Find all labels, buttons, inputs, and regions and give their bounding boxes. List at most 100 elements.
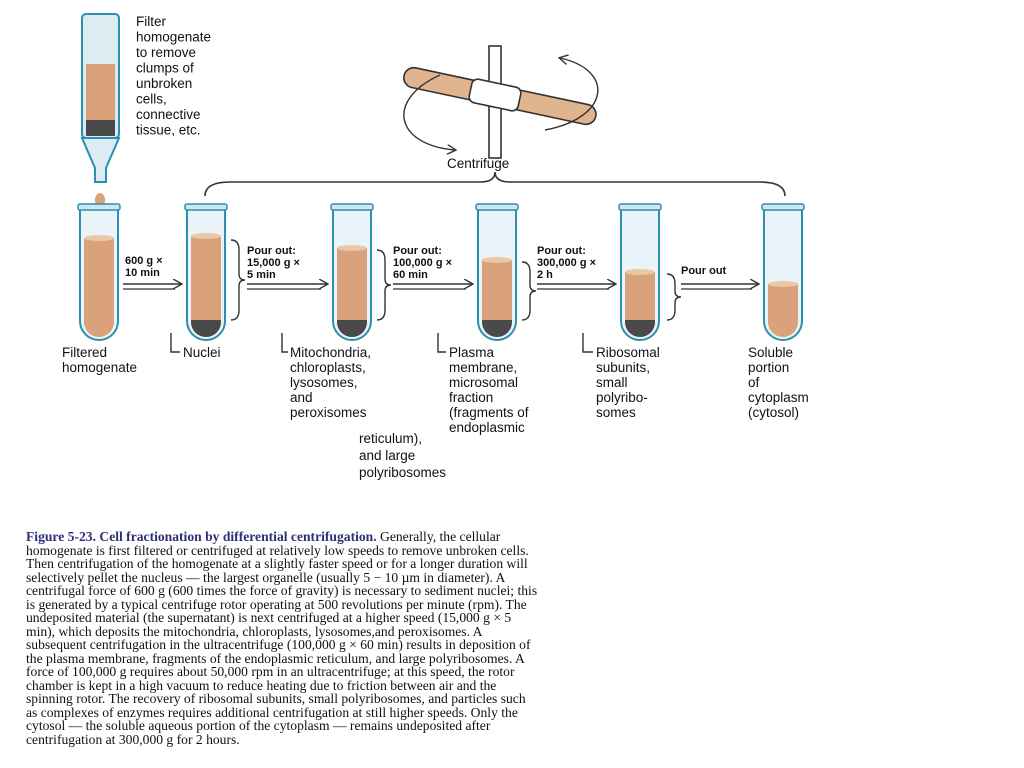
filter-label-line: to remove xyxy=(136,45,196,60)
tube-fluid xyxy=(191,236,221,337)
centrifuge-tube xyxy=(184,203,228,341)
step-label-line: 10 min xyxy=(125,267,160,279)
caption-line: undeposited material (the supernatant) i… xyxy=(26,610,512,625)
step-label-line: Pour out: xyxy=(393,245,442,257)
tube-row xyxy=(77,203,805,341)
centrifuge-tube xyxy=(330,203,374,341)
label-soluble-line: cytoplasm xyxy=(748,390,809,405)
caption-line: min), which deposits the mitochondria, c… xyxy=(26,623,483,639)
tube-pellet xyxy=(482,320,512,337)
tube-fluid xyxy=(84,238,114,337)
caption-line: centrifugation at 300,000 g for 2 hours. xyxy=(26,731,240,747)
caption-line: cytosol — the soluble aqueous portion of… xyxy=(26,718,491,733)
filter-label-line: cells, xyxy=(136,92,167,107)
tube-pellet xyxy=(625,320,655,337)
label-soluble-line: of xyxy=(748,375,760,390)
label-nuclei-line: Nuclei xyxy=(183,345,221,360)
label-soluble-line: (cytosol) xyxy=(748,405,799,420)
label-plasma-membrane-line: endoplasmic xyxy=(449,420,525,435)
filter-label-line: tissue, etc. xyxy=(136,123,201,138)
step-2: Pour out:15,000 g ×5 min xyxy=(230,239,327,321)
filter-label-line: unbroken xyxy=(136,76,192,91)
centrifuge-tube xyxy=(475,203,519,341)
label-ribosomal-line: small xyxy=(596,375,628,390)
label-mitochondria-line: lysosomes, xyxy=(290,375,358,390)
step-4: Pour out:300,000 g ×2 h xyxy=(521,245,615,321)
caption-line: centrifugal force of 600 g (600 times th… xyxy=(26,583,538,598)
step-3: Pour out:100,000 g ×60 min xyxy=(376,245,472,321)
step-5: Pour out xyxy=(666,265,758,321)
centrifuge-label: Centrifuge xyxy=(447,156,509,171)
label-soluble-line: portion xyxy=(748,360,789,375)
filter-label-line: clumps of xyxy=(136,61,194,76)
label-mitochondria-line: chloroplasts, xyxy=(290,360,366,375)
step-label-line: Pour out: xyxy=(537,245,586,257)
step-label: Pour out:100,000 g ×60 min xyxy=(393,245,452,281)
caption-line: homogenate is first filtered or centrifu… xyxy=(26,542,529,558)
label-soluble-line: Soluble xyxy=(748,345,793,360)
step-label-line: Pour out xyxy=(681,265,727,277)
step-label: Pour out:15,000 g ×5 min xyxy=(247,245,300,281)
step-label: 600 g ×10 min xyxy=(125,255,163,279)
label-nuclei: Nuclei xyxy=(183,345,221,360)
label-ribosomal-line: polyribo- xyxy=(596,390,648,405)
label-ribosomal-line: Ribosomal xyxy=(596,345,660,360)
caption-line: chamber is kept in a high vacuum to redu… xyxy=(26,677,497,693)
tube-fluid xyxy=(768,284,798,337)
label-mitochondria-line: and xyxy=(290,390,313,405)
step-label-line: 300,000 g × xyxy=(537,257,596,269)
label-continuation: reticulum), and large polyribosomes xyxy=(359,431,446,480)
tube-fluid xyxy=(482,260,512,337)
tube-pellet xyxy=(337,320,367,337)
step-label-line: 60 min xyxy=(393,269,428,281)
caption-title: Figure 5-23. Cell fractionation by diffe… xyxy=(26,529,377,544)
label-mitochondria-line: peroxisomes xyxy=(290,405,367,420)
label-pointer xyxy=(582,333,593,353)
caption-line: Generally, the cellular xyxy=(376,529,501,544)
caption-line: as complexes of enzymes requires additio… xyxy=(26,704,518,720)
step-label: Pour out xyxy=(681,265,727,277)
figure-caption: Figure 5-23. Cell fractionation by diffe… xyxy=(26,530,1011,746)
label-continuation-line: and large xyxy=(359,448,415,463)
caption-line: subsequent centrifugation in the ultrace… xyxy=(26,637,531,652)
label-pointer xyxy=(170,333,180,353)
caption-line: selectively pellet the nucleus — the lar… xyxy=(26,569,506,585)
filter-label-line: Filter xyxy=(136,14,167,29)
step-label-line: 100,000 g × xyxy=(393,257,452,269)
step-label: Pour out:300,000 g ×2 h xyxy=(537,245,596,281)
caption-line-first: Figure 5-23. Cell fractionation by diffe… xyxy=(26,530,1011,544)
filter-tube xyxy=(80,13,121,207)
step-label-line: 5 min xyxy=(247,269,276,281)
filter-label-line: connective xyxy=(136,107,201,122)
label-continuation-line: polyribosomes xyxy=(359,465,446,480)
label-pointer xyxy=(281,333,288,353)
step-label-line: Pour out: xyxy=(247,245,296,257)
label-ribosomal-line: subunits, xyxy=(596,360,650,375)
filter-label-line: homogenate xyxy=(136,30,211,45)
centrifuge-tube xyxy=(618,203,662,341)
caption-line: the plasma membrane, fragments of the en… xyxy=(26,650,525,666)
label-plasma-membrane-line: membrane, xyxy=(449,360,517,375)
label-plasma-membrane-line: (fragments of xyxy=(449,405,529,420)
label-filtered-homogenate-line: Filtered xyxy=(62,345,107,360)
caption-line: force of 100,000 g requires about 50,000… xyxy=(26,664,515,679)
tube-pellet xyxy=(191,320,221,337)
step-label-line: 2 h xyxy=(537,269,553,281)
label-filtered-homogenate-line: homogenate xyxy=(62,360,137,375)
label-ribosomal-line: somes xyxy=(596,405,636,420)
caption-line: spinning rotor. The recovery of ribosoma… xyxy=(26,691,526,706)
step-1: 600 g ×10 min xyxy=(123,255,181,290)
label-plasma-membrane-line: Plasma xyxy=(449,345,495,360)
centrifuge-tube xyxy=(761,203,805,341)
label-plasma-membrane-line: fraction xyxy=(449,390,493,405)
label-continuation-line: reticulum), xyxy=(359,431,422,446)
